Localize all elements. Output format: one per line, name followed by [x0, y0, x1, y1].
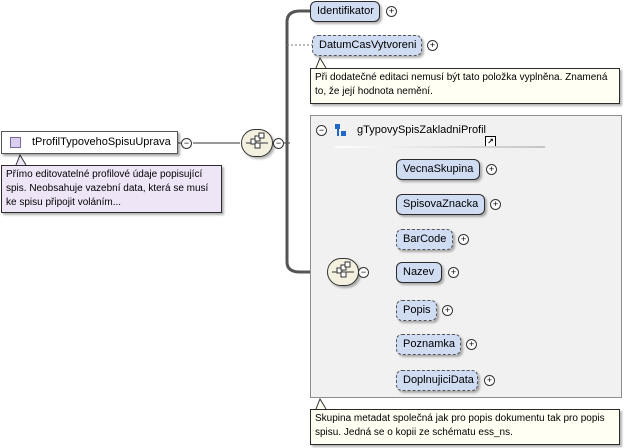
vecnaskupina-expand-icon[interactable]: +: [486, 164, 497, 175]
element-spisovaznacka-label: SpisovaZnacka: [403, 198, 479, 210]
element-doplnujicidata-label: DoplnujiciData: [403, 374, 474, 386]
datum-note-pointer: [315, 56, 327, 69]
doplnujicidata-expand-icon[interactable]: +: [484, 375, 495, 386]
group-collapse-icon[interactable]: −: [316, 125, 327, 136]
identifikator-expand-icon[interactable]: +: [386, 6, 397, 17]
root-type-box[interactable]: tProfilTypovehoSpisuUprava: [1, 131, 178, 154]
group-title-divider: [335, 146, 545, 148]
element-poznamka-label: Poznamka: [403, 338, 455, 350]
sequence-compositor-icon[interactable]: [241, 129, 273, 157]
sequence-glyph: [246, 132, 268, 149]
element-barcode[interactable]: BarCode: [396, 229, 453, 250]
group-box: − gTypovySpisZakladniProfil ↗: [310, 115, 622, 398]
spisovaznacka-expand-icon[interactable]: +: [490, 199, 501, 210]
element-popis[interactable]: Popis: [396, 300, 437, 321]
element-datumcasvytvoreni-label: DatumCasVytvoreni: [319, 39, 417, 51]
element-doplnujicidata[interactable]: DoplnujiciData: [396, 370, 478, 391]
element-nazev-label: Nazev: [403, 266, 435, 278]
complex-type-icon: [10, 137, 21, 148]
element-identifikator-label: Identifikator: [317, 5, 374, 17]
nazev-expand-icon[interactable]: +: [448, 267, 459, 278]
group-title: gTypovySpisZakladniProfil: [357, 124, 487, 136]
datum-annotation: Při dodatečné editaci nemusí být tato po…: [310, 68, 620, 104]
element-popis-label: Popis: [403, 304, 431, 316]
element-barcode-label: BarCode: [403, 233, 447, 245]
poznamka-expand-icon[interactable]: +: [466, 339, 477, 350]
group-annotation: Skupina metadat společná jak pro popis d…: [310, 409, 620, 445]
barcode-expand-icon[interactable]: +: [458, 234, 469, 245]
group-icon: [335, 124, 347, 136]
inner-sequence-collapse-icon[interactable]: −: [358, 267, 369, 278]
inner-sequence-glyph: [332, 261, 354, 278]
sequence-collapse-icon[interactable]: −: [273, 138, 284, 149]
datumcasvytvoreni-expand-icon[interactable]: +: [427, 40, 438, 51]
popis-expand-icon[interactable]: +: [442, 305, 453, 316]
group-note-pointer: [315, 397, 327, 410]
inner-sequence-compositor-icon[interactable]: [327, 258, 359, 286]
element-vecnaskupina-label: VecnaSkupina: [403, 163, 474, 175]
root-annotation: Přímo editovatelné profilové údaje popis…: [1, 165, 222, 213]
element-vecnaskupina[interactable]: VecnaSkupina: [396, 159, 480, 180]
element-identifikator[interactable]: Identifikator: [310, 1, 380, 22]
element-spisovaznacka[interactable]: SpisovaZnacka: [396, 194, 485, 215]
root-collapse-icon[interactable]: −: [181, 138, 192, 149]
root-note-pointer: [15, 153, 27, 166]
root-type-label: tProfilTypovehoSpisuUprava: [32, 136, 171, 148]
element-nazev[interactable]: Nazev: [396, 262, 442, 283]
element-datumcasvytvoreni[interactable]: DatumCasVytvoreni: [312, 35, 422, 56]
element-poznamka[interactable]: Poznamka: [396, 334, 461, 355]
main-bus: [285, 9, 326, 274]
